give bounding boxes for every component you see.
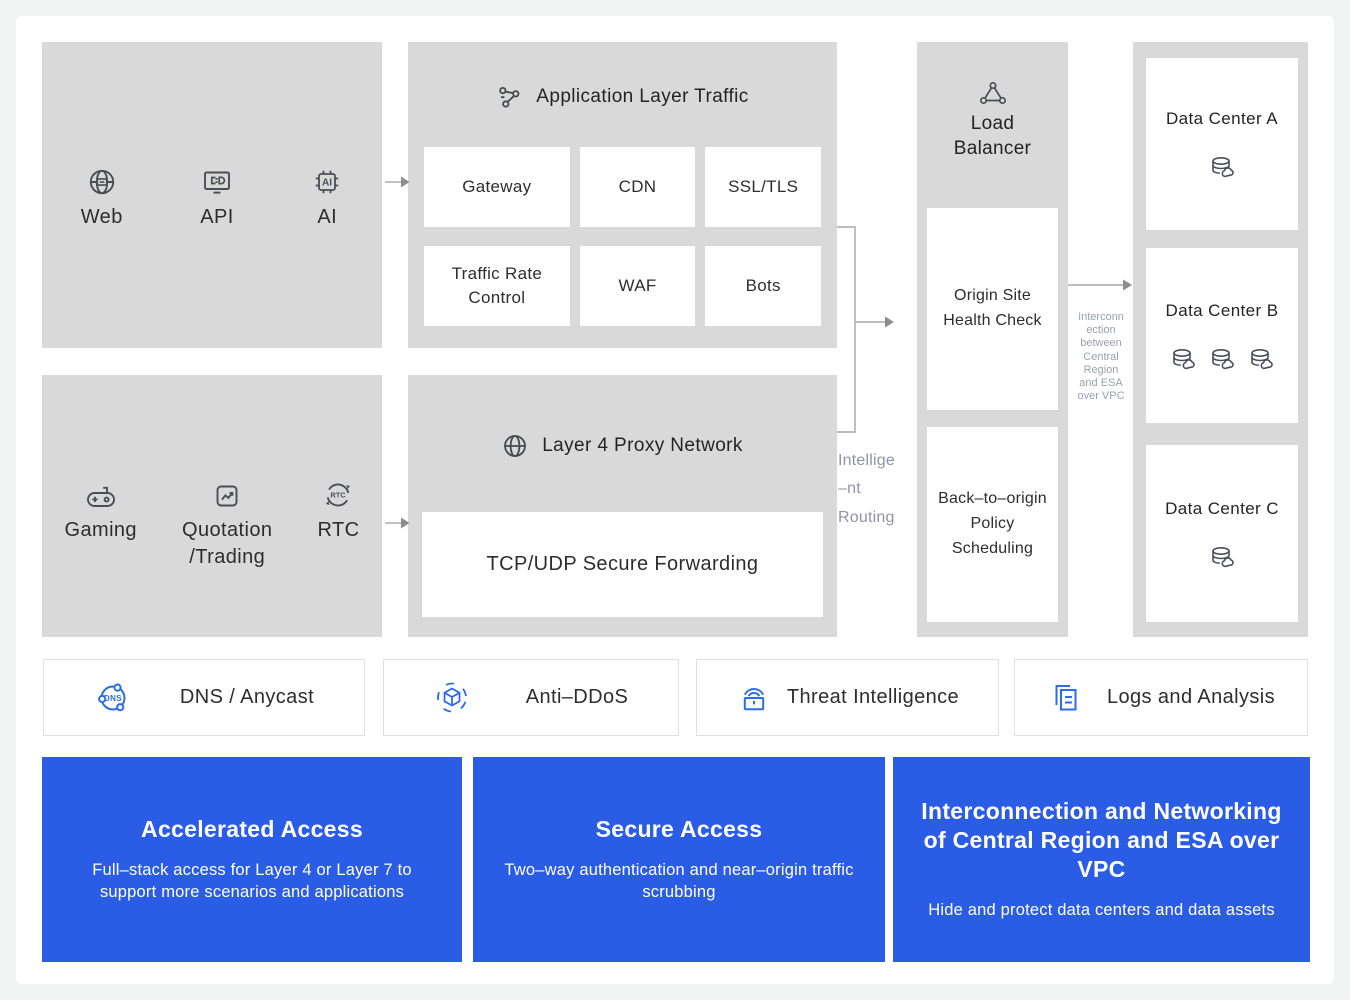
data-center-c: Data Center C [1146,445,1298,622]
service-label: Anti–DDoS [525,686,629,708]
network-nodes-icon [496,84,522,110]
cell-ssl-tls: SSL/TLS [705,147,821,227]
client-ai: AI AI [311,162,343,231]
svg-text:AI: AI [322,178,332,189]
feature-title: Interconnection and Networking of Centra… [921,798,1282,883]
service-threat-intelligence: Threat Intelligence [696,659,999,736]
feature-vpc-interconnection: Interconnection and Networking of Centra… [893,757,1310,962]
client-label: RTC [317,519,360,541]
anti-ddos-icon [434,680,470,716]
cell-waf: WAF [579,246,696,326]
cell-gateway: Gateway [424,147,570,227]
client-label: Quotation /Trading [182,519,273,568]
ai-chip-icon: AI [311,162,343,198]
box-origin-site-health-check: Origin Site Health Check [927,208,1058,410]
panel-layer4-clients: Gaming Quotation /Trading RTC RTC [42,375,382,637]
client-quotation-trading: Quotation /Trading [182,475,272,571]
panel-data-centers: Data Center A Data Center B [1133,42,1308,637]
service-label: Threat Intelligence [786,686,960,708]
app-layer-cells: Gateway CDN SSL/TLS Traffic Rate Control… [408,147,837,326]
client-api: API [200,162,233,231]
api-icon [201,162,233,198]
panel-load-balancer: Load Balancer Origin Site Health Check B… [917,42,1068,637]
service-anti-ddos: Anti–DDoS [383,659,679,736]
data-center-label: Data Center A [1166,109,1278,128]
feature-body: Hide and protect data centers and data a… [928,901,1275,920]
panel-application-layer-traffic: Application Layer Traffic Gateway CDN SS… [408,42,837,348]
panel-layer7-clients: Web API AI AI [42,42,382,348]
load-balancer-title: Load Balancer [953,113,1032,159]
cell-tcp-udp-secure-forwarding: TCP/UDP Secure Forwarding [422,512,823,617]
cell-bots: Bots [705,246,821,326]
load-balancer-icon [917,78,1068,108]
client-label: Gaming [64,519,137,541]
client-web: Web [81,162,123,231]
service-dns-anycast: DNS DNS / Anycast [43,659,365,736]
l4-proxy-header: Layer 4 Proxy Network [408,375,837,459]
data-center-label: Data Center B [1165,300,1279,320]
svg-text:DNS: DNS [104,694,122,703]
vpc-interconnection-note: Interconn ection between Central Region … [1077,311,1125,403]
client-label: API [200,206,234,228]
cell-traffic-rate-control: Traffic Rate Control [424,246,570,326]
globe-network-icon [502,433,528,459]
app-layer-header: Application Layer Traffic [408,42,837,110]
feature-body: Two–way authentication and near–origin t… [504,861,854,901]
client-gaming: Gaming [65,475,137,544]
intelligent-routing-note: Intellige –nt Routing [838,452,895,526]
data-center-label: Data Center C [1165,498,1279,518]
data-center-a: Data Center A [1146,58,1298,230]
logs-documents-icon [1047,679,1083,717]
client-rtc: RTC RTC [317,475,359,544]
dns-icon: DNS [94,679,132,717]
service-label: Logs and Analysis [1106,686,1276,708]
feature-title: Accelerated Access [141,816,363,843]
service-logs-analysis: Logs and Analysis [1014,659,1308,736]
service-label: DNS / Anycast [179,686,315,708]
database-cloud-icon-group [1170,347,1274,371]
panel-layer4-proxy-network: Layer 4 Proxy Network TCP/UDP Secure For… [408,375,837,637]
app-layer-title: Application Layer Traffic [536,86,749,107]
trading-chart-icon [212,475,242,511]
client-label: Web [80,206,123,228]
globe-web-icon [86,162,118,198]
cell-cdn: CDN [579,147,696,227]
data-center-b: Data Center B [1146,248,1298,423]
client-label: AI [317,206,338,228]
threat-detector-icon [736,681,772,715]
feature-body: Full–stack access for Layer 4 or Layer 7… [92,861,412,901]
database-cloud-icon [1209,545,1235,569]
svg-text:RTC: RTC [331,491,347,500]
rtc-icon: RTC [322,475,354,511]
box-back-to-origin-policy-scheduling: Back–to–origin Policy Scheduling [927,427,1058,622]
l4-proxy-title: Layer 4 Proxy Network [542,435,743,456]
feature-accelerated-access: Accelerated Access Full–stack access for… [42,757,462,962]
database-cloud-icon [1209,155,1235,179]
feature-secure-access: Secure Access Two–way authentication and… [473,757,885,962]
gamepad-icon [84,475,118,511]
feature-title: Secure Access [595,816,763,843]
